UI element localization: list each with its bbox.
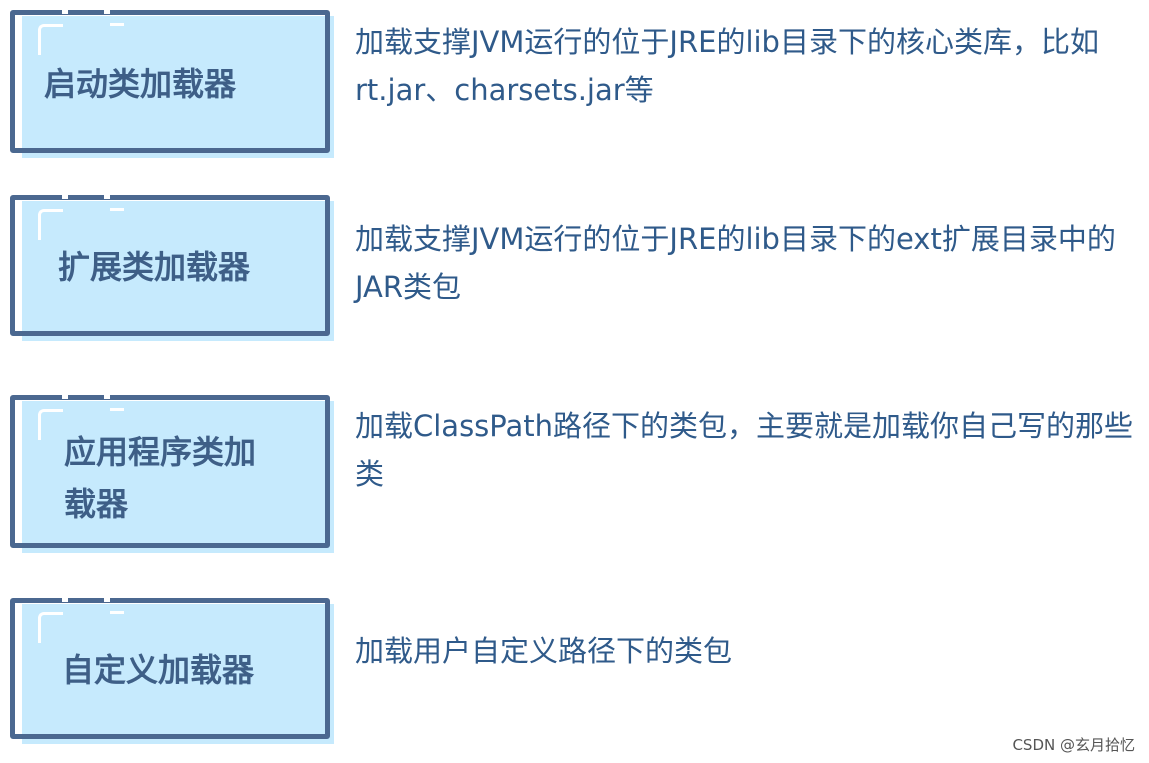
border-gap <box>62 8 68 14</box>
corner-decoration <box>110 611 124 614</box>
loader-title: 启动类加载器 <box>44 65 237 103</box>
corner-decoration <box>110 23 124 26</box>
border-gap <box>104 193 110 199</box>
box-fill <box>22 201 334 341</box>
border-gap <box>104 393 110 399</box>
loader-title: 自定义加载器 <box>62 651 255 689</box>
loader-title: 应用程序类加载器 <box>64 433 257 523</box>
loader-title: 扩展类加载器 <box>58 248 251 286</box>
box-border <box>10 395 330 548</box>
border-gap <box>104 596 110 602</box>
border-gap <box>62 596 68 602</box>
corner-decoration <box>110 408 124 411</box>
corner-decoration <box>38 612 63 643</box>
corner-decoration <box>110 208 124 211</box>
box-fill <box>22 401 334 553</box>
watermark: CSDN @玄月拾忆 <box>1012 736 1135 754</box>
box-border <box>10 10 330 153</box>
box-border <box>10 195 330 336</box>
corner-decoration <box>38 24 63 55</box>
border-gap <box>104 8 110 14</box>
border-gap <box>62 193 68 199</box>
box-border <box>10 598 330 739</box>
corner-decoration <box>38 409 63 440</box>
loader-description: 加载支撑JVM运行的位于JRE的lib目录下的ext扩展目录中的JAR类包 <box>355 222 1116 304</box>
corner-decoration <box>38 209 63 240</box>
loader-description: 加载用户自定义路径下的类包 <box>355 634 733 668</box>
border-gap <box>62 393 68 399</box>
box-fill <box>22 16 334 158</box>
loader-description: 加载ClassPath路径下的类包，主要就是加载你自己写的那些类 <box>355 409 1134 491</box>
box-fill <box>22 604 334 744</box>
loader-description: 加载支撑JVM运行的位于JRE的lib目录下的核心类库，比如rt.jar、cha… <box>355 25 1099 107</box>
